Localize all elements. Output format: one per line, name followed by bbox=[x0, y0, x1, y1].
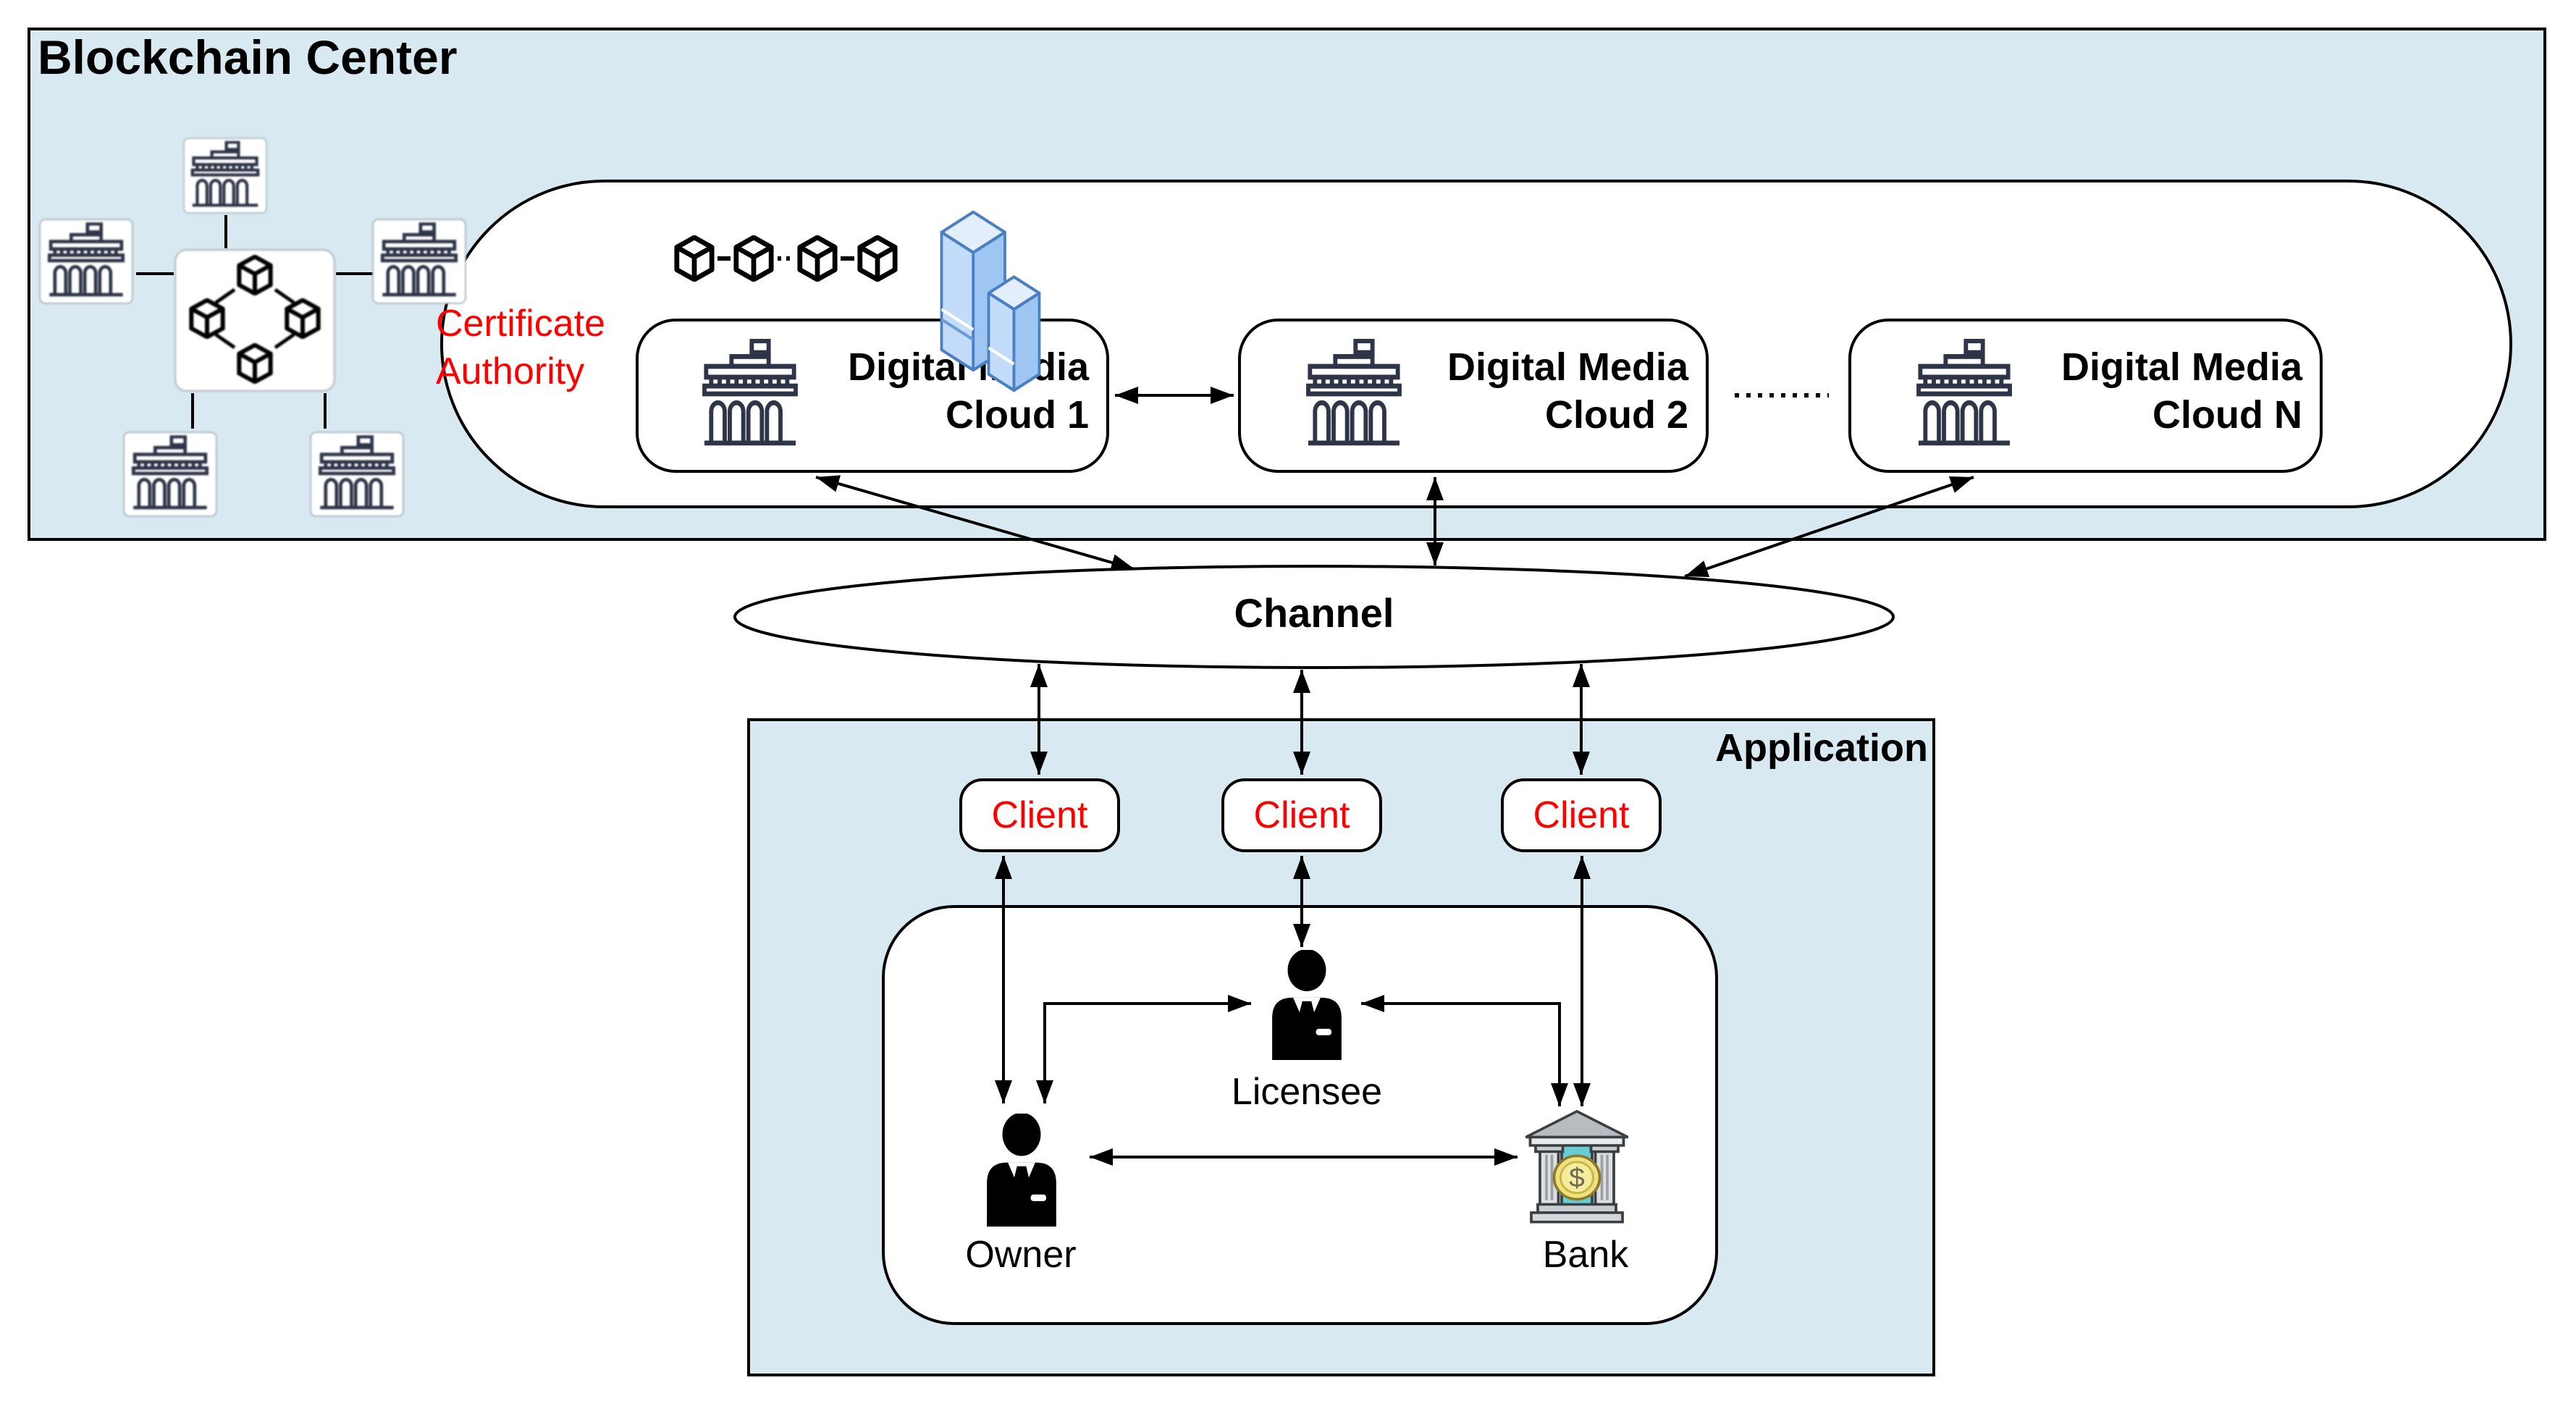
application-title: Application bbox=[1715, 726, 1928, 770]
digital-media-cloud-n-box: Digital Media Cloud N bbox=[1848, 319, 2323, 473]
client-3-label: Client bbox=[1533, 794, 1630, 836]
client-1-label: Client bbox=[991, 794, 1088, 836]
client-2-label: Client bbox=[1253, 794, 1350, 836]
blockchain-center-title: Blockchain Center bbox=[38, 30, 458, 84]
channel-label: Channel bbox=[1234, 590, 1394, 636]
licensee-label: Licensee bbox=[1231, 1071, 1383, 1113]
cloud-1-label: Digital Media Cloud 1 bbox=[847, 345, 1089, 437]
client-box-3: Client bbox=[1501, 778, 1662, 852]
digital-media-cloud-1-box: Digital Media Cloud 1 bbox=[636, 319, 1109, 473]
cloud-2-label: Digital Media Cloud 2 bbox=[1447, 345, 1688, 437]
owner-label: Owner bbox=[965, 1234, 1077, 1276]
client-box-2: Client bbox=[1221, 778, 1382, 852]
client-box-1: Client bbox=[959, 778, 1120, 852]
certificate-authority-label: Certificate Authority bbox=[436, 303, 606, 392]
digital-media-cloud-2-box: Digital Media Cloud 2 bbox=[1238, 319, 1709, 473]
cloud-n-label: Digital Media Cloud N bbox=[2061, 345, 2302, 437]
bank-label: Bank bbox=[1542, 1234, 1629, 1276]
